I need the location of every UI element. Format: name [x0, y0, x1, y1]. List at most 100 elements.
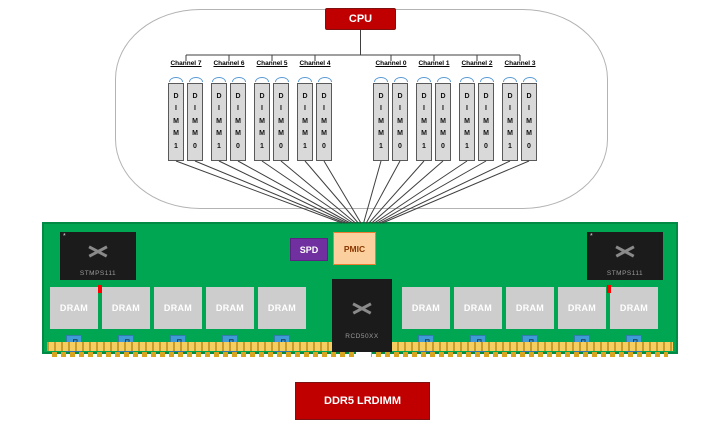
chip-logo-icon — [88, 245, 108, 257]
dimm-box: DIMM0 — [521, 83, 537, 161]
asterisk-mark: * — [63, 233, 66, 240]
dimm-box: DIMM1 — [373, 83, 389, 161]
channel-label: Channel 3 — [504, 60, 536, 67]
channel-label: Channel 1 — [418, 60, 450, 67]
dram-chip: DRAM — [154, 287, 202, 329]
dimm-label: DIMM0 — [397, 92, 403, 150]
dimm-box: DIMM0 — [478, 83, 494, 161]
dimm-label: DIMM0 — [526, 92, 532, 150]
dimm-pair: DIMM1 DIMM0 — [416, 83, 452, 161]
channel-group: Channel 6 DIMM1 DIMM0 — [211, 60, 247, 161]
brace-icon — [169, 77, 183, 82]
power-chip: * STMPS111 — [60, 232, 136, 280]
asterisk-mark: * — [590, 233, 593, 240]
dimm-label: DIMM0 — [278, 92, 284, 150]
dram-chip: DRAM — [610, 287, 658, 329]
brace-icon — [318, 77, 332, 82]
dram-chip: DRAM — [402, 287, 450, 329]
dimm-label: DIMM1 — [378, 92, 384, 150]
power-chip: * STMPS111 — [587, 232, 663, 280]
dimm-label: DIMM0 — [440, 92, 446, 150]
dimm-box: DIMM1 — [459, 83, 475, 161]
power-chip-label: STMPS111 — [79, 270, 117, 277]
channel-label: Channel 2 — [461, 60, 493, 67]
dimm-pair: DIMM1 DIMM0 — [373, 83, 409, 161]
dimm-pair: DIMM1 DIMM0 — [211, 83, 247, 161]
dimm-label: DIMM1 — [302, 92, 308, 150]
channel-label: Channel 6 — [213, 60, 245, 67]
rcd-chip: RCD50XX — [332, 279, 392, 352]
brace-icon — [417, 77, 431, 82]
brace-icon — [189, 77, 203, 82]
channel-group: Channel 1 DIMM1 DIMM0 — [416, 60, 452, 161]
dram-chip: DRAM — [206, 287, 254, 329]
dimm-box: DIMM1 — [416, 83, 432, 161]
channel-group: Channel 7 DIMM1 DIMM0 — [168, 60, 204, 161]
brace-row — [502, 77, 538, 82]
chip-logo-icon — [352, 302, 372, 314]
brace-icon — [394, 77, 408, 82]
channel-group: Channel 4 DIMM1 DIMM0 — [297, 60, 333, 161]
brace-row — [168, 77, 204, 82]
dimm-pair: DIMM1 DIMM0 — [168, 83, 204, 161]
dimm-box: DIMM0 — [435, 83, 451, 161]
dram-chip: DRAM — [558, 287, 606, 329]
dram-chip: DRAM — [258, 287, 306, 329]
brace-row — [459, 77, 495, 82]
channel-label: Channel 7 — [170, 60, 202, 67]
dimm-label: DIMM1 — [173, 92, 179, 150]
brace-icon — [523, 77, 537, 82]
brace-row — [297, 77, 333, 82]
brace-icon — [374, 77, 388, 82]
dimm-pair: DIMM1 DIMM0 — [297, 83, 333, 161]
dimm-label: DIMM0 — [483, 92, 489, 150]
brace-row — [416, 77, 452, 82]
channel-group: Channel 0 DIMM1 DIMM0 — [373, 60, 409, 161]
dram-unit: DRAM DB — [50, 287, 98, 352]
module-board: * STMPS111 * STMPS111 SPD PMIC RCD50XX D… — [42, 222, 678, 358]
brace-icon — [503, 77, 517, 82]
pmic-chip: PMIC — [333, 232, 376, 265]
dram-chip: DRAM — [102, 287, 150, 329]
dimm-pair: DIMM1 DIMM0 — [502, 83, 538, 161]
brace-row — [254, 77, 290, 82]
dimm-box: DIMM0 — [187, 83, 203, 161]
dram-row-left: DRAM DB DRAM DB DRAM DB DRAM DB DRAM DB — [50, 287, 306, 352]
channel-label: Channel 5 — [256, 60, 288, 67]
dimm-label: DIMM0 — [192, 92, 198, 150]
brace-icon — [298, 77, 312, 82]
brace-icon — [232, 77, 246, 82]
brace-row — [211, 77, 247, 82]
brace-icon — [437, 77, 451, 82]
channel-group: Channel 2 DIMM1 DIMM0 — [459, 60, 495, 161]
channel-label: Channel 4 — [299, 60, 331, 67]
dimm-box: DIMM1 — [502, 83, 518, 161]
dimm-label: DIMM1 — [507, 92, 513, 150]
component-mark — [607, 285, 611, 293]
rcd-chip-label: RCD50XX — [345, 333, 379, 340]
dimm-box: DIMM0 — [316, 83, 332, 161]
dram-row-right: DRAM DB DRAM DB DRAM DB DRAM DB DRAM DB — [402, 287, 658, 352]
dimm-label: DIMM0 — [321, 92, 327, 150]
brace-icon — [212, 77, 226, 82]
dram-chip: DRAM — [506, 287, 554, 329]
dimm-label: DIMM0 — [235, 92, 241, 150]
brace-icon — [255, 77, 269, 82]
dimm-box: DIMM0 — [392, 83, 408, 161]
spd-chip: SPD — [290, 238, 328, 261]
dimm-box: DIMM0 — [273, 83, 289, 161]
dimm-box: DIMM1 — [211, 83, 227, 161]
dram-chip: DRAM — [50, 287, 98, 329]
dimm-pair: DIMM1 DIMM0 — [459, 83, 495, 161]
dram-unit: DRAM DB — [610, 287, 658, 352]
channel-group: Channel 3 DIMM1 DIMM0 — [502, 60, 538, 161]
cpu-box: CPU — [325, 8, 396, 30]
component-mark — [98, 285, 102, 293]
dimm-box: DIMM1 — [168, 83, 184, 161]
dimm-box: DIMM0 — [230, 83, 246, 161]
power-chip-label: STMPS111 — [606, 270, 644, 277]
dram-unit: DRAM DB — [506, 287, 554, 352]
dimm-pair: DIMM1 DIMM0 — [254, 83, 290, 161]
dimm-box: DIMM1 — [254, 83, 270, 161]
